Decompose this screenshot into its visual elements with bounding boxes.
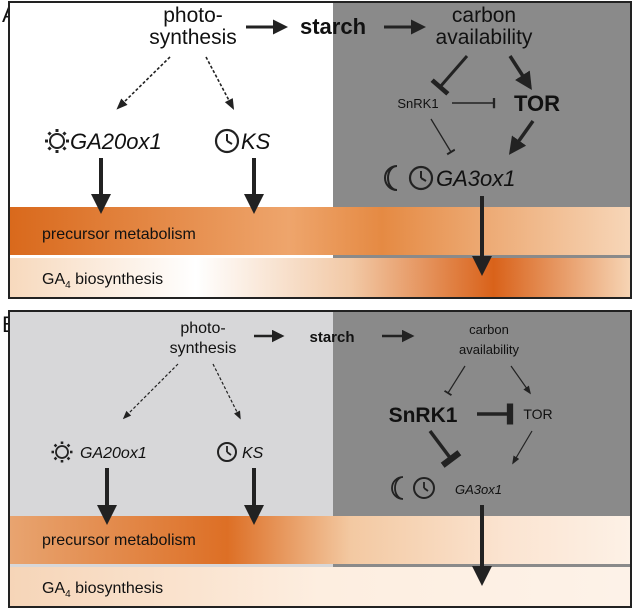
panel-b-dashed-arrow-ks — [212, 363, 241, 420]
clock-icon — [217, 442, 237, 462]
panel-a-photosynthesis-line2: synthesis — [149, 26, 237, 49]
panel-b-carbon-line2: availability — [459, 342, 519, 357]
panel-b-photosynthesis-line2: synthesis — [170, 340, 237, 357]
panel-b-ks: KS — [242, 445, 264, 462]
panel-b-ga3ox1: GA3ox1 — [455, 482, 502, 497]
panel-a-band-precursor — [10, 207, 630, 255]
panel-a-ks: KS — [241, 129, 271, 154]
panel-a-arrow-tor-ga3ox1 — [508, 119, 535, 155]
panel-a-ga20ox1: GA20ox1 — [70, 129, 162, 154]
panel-a-band-precursor-label: precursor metabolism — [42, 226, 196, 243]
panel-a-snrk1: SnRK1 — [397, 96, 438, 111]
panel-b-photosynthesis-line1: photo- — [180, 320, 225, 337]
sun-icon — [45, 129, 69, 153]
panel-a-starch: starch — [300, 14, 366, 39]
panel-b-inhibit-snrk1-ga3ox1 — [428, 429, 462, 468]
panel-a: A precursor metabolism GA4 biosynthesis … — [2, 1, 632, 299]
panel-a-carbon-line1: carbon — [452, 4, 516, 27]
panel-b-carbon-line1: carbon — [469, 322, 509, 337]
panel-a-arrow-carbon-tor — [508, 55, 532, 90]
sun-icon — [51, 441, 73, 463]
panel-a-inhibit-snrk1-ga3ox1 — [430, 118, 456, 156]
panel-b-tor: TOR — [523, 406, 552, 422]
panel-b-band-precursor-label: precursor metabolism — [42, 532, 196, 549]
panel-a-band-ga4-label: GA4 biosynthesis — [42, 271, 163, 291]
panel-b-band-ga4 — [10, 567, 630, 606]
moon-icon — [391, 476, 404, 500]
panel-b: B precursor metabolism GA4 biosynthesis … — [2, 310, 632, 608]
clock-icon — [413, 477, 435, 499]
panel-a-tor: TOR — [514, 91, 560, 116]
panel-b-band-ga4-label: GA4 biosynthesis — [42, 580, 163, 600]
panel-b-arrow-tor-ga3ox1 — [512, 430, 533, 465]
panel-a-photosynthesis-line1: photo- — [163, 4, 223, 27]
panel-b-arrow-carbon-tor — [510, 365, 531, 395]
panel-b-starch: starch — [309, 329, 354, 346]
panel-a-band-ga4 — [10, 258, 630, 297]
clock-icon — [408, 165, 434, 191]
panel-a-dashed-arrow-ga20ox1 — [116, 56, 171, 110]
panel-b-inhibit-carbon-snrk1 — [443, 365, 466, 397]
panel-a-ga3ox1: GA3ox1 — [436, 166, 516, 191]
panel-b-dashed-arrow-ga20ox1 — [122, 363, 179, 420]
panel-b-ga20ox1: GA20ox1 — [80, 445, 147, 462]
clock-icon — [214, 128, 240, 154]
panel-a-carbon-line2: availability — [436, 26, 533, 49]
panel-b-snrk1: SnRK1 — [389, 404, 458, 427]
moon-icon — [384, 165, 398, 191]
panel-a-inhibit-carbon-snrk1 — [430, 55, 469, 96]
